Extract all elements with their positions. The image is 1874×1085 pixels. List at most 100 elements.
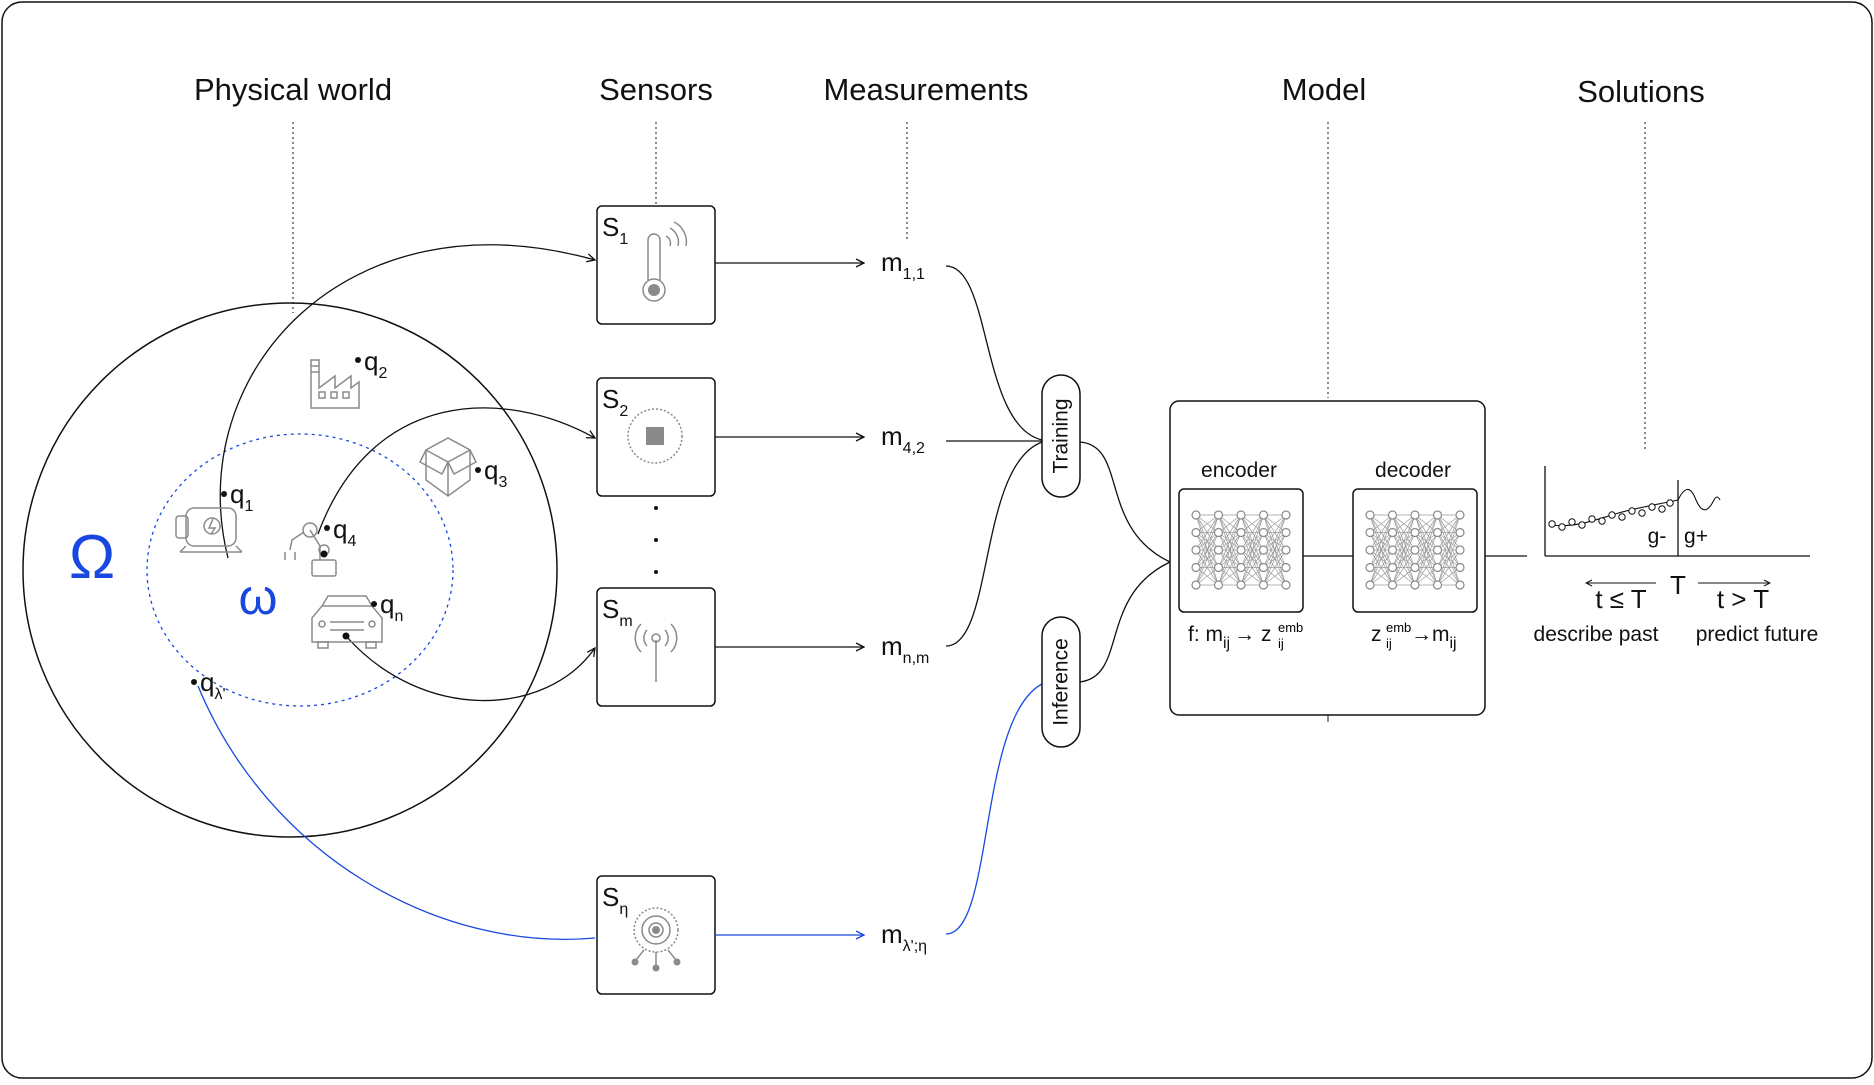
- omega-label: Ω: [69, 523, 115, 592]
- curve-m11-training: [945, 265, 1043, 441]
- encoder-formula: f: mij→ z emb ij: [1188, 620, 1303, 652]
- thermometer-bulb: [648, 284, 660, 296]
- sensor-sm: Sm: [596, 587, 716, 707]
- describe-past-label: describe past: [1534, 623, 1659, 646]
- measurement-m42: m4,2: [881, 421, 925, 457]
- svg-text:z: z: [1371, 623, 1382, 646]
- link-qlambda-seta: [197, 685, 596, 940]
- link-q1-s1: [219, 244, 595, 559]
- svg-text:S1: S1: [602, 212, 628, 248]
- factory-icon: [310, 359, 360, 409]
- svg-text:mn,m: mn,m: [881, 631, 929, 667]
- curve-inference-model: [1079, 561, 1171, 683]
- header-model: Model: [1282, 72, 1366, 107]
- t-gt-label: t > T: [1717, 584, 1769, 614]
- domain-omega-circle: [22, 302, 558, 838]
- point-q2-label: q2: [364, 346, 387, 382]
- future-prediction-line: [1677, 488, 1721, 511]
- point-qlambda-label: qλ': [200, 667, 226, 703]
- past-observations: [1548, 499, 1674, 531]
- gauge-icon: [633, 907, 679, 966]
- gauge-node-3: [673, 958, 681, 966]
- svg-text:m4,2: m4,2: [881, 421, 925, 457]
- curve-mnm-training: [945, 441, 1043, 647]
- measurement-m11: m1,1: [881, 247, 925, 283]
- car-joint-dot: [342, 632, 350, 640]
- point-qn-label: qn: [380, 589, 403, 625]
- inference-pill: Inference: [1041, 616, 1081, 748]
- ellipsis-dot-3: [654, 570, 658, 574]
- svg-text:q3: q3: [484, 455, 507, 491]
- point-q4-dot: [324, 525, 330, 531]
- link-q4-s2: [317, 407, 595, 535]
- svg-text:f: mij→ z: f: mij→ z: [1188, 623, 1271, 652]
- small-omega-label: ω: [238, 569, 277, 625]
- robot-joint-dot: [320, 550, 328, 558]
- header-measurements: Measurements: [823, 72, 1028, 107]
- point-qn-dot: [371, 601, 377, 607]
- ellipsis-dot-2: [654, 538, 658, 542]
- svg-text:q1: q1: [230, 479, 253, 515]
- svg-text:mλ';η: mλ';η: [881, 919, 927, 955]
- thermometer-icon: [642, 221, 688, 302]
- gauge-node-1: [652, 964, 660, 972]
- sensor-s1: S1: [596, 205, 716, 325]
- header-solutions: Solutions: [1577, 74, 1705, 109]
- inference-label: Inference: [1050, 638, 1073, 726]
- chip-icon: [627, 408, 683, 464]
- t-le-label: t ≤ T: [1595, 584, 1646, 614]
- training-pill: Training: [1041, 374, 1081, 498]
- point-qlambda-dot: [191, 679, 197, 685]
- svg-text:q2: q2: [364, 346, 387, 382]
- point-q3-label: q3: [484, 455, 507, 491]
- box-icon: [419, 437, 477, 497]
- gauge-center: [652, 926, 660, 934]
- svg-text:qn: qn: [380, 589, 403, 625]
- point-q4-label: q4: [333, 514, 356, 550]
- curve-mlambda-inference: [945, 683, 1043, 935]
- point-q3-dot: [475, 467, 481, 473]
- g-plus-label: g+: [1684, 525, 1708, 548]
- svg-text:q4: q4: [333, 514, 356, 550]
- sensor-s2: S2: [596, 377, 716, 497]
- link-qn-sm: [345, 635, 595, 702]
- measurement-mnm: mn,m: [881, 631, 929, 667]
- motor-icon: [175, 507, 243, 553]
- header-leaders: [292, 122, 1646, 452]
- svg-text:Sm: Sm: [602, 594, 633, 630]
- measurement-mlambda: mλ';η: [881, 919, 927, 955]
- header-sensors: Sensors: [599, 72, 713, 107]
- ellipsis-dot-1: [654, 506, 658, 510]
- training-label: Training: [1050, 398, 1073, 473]
- point-q1-label: q1: [230, 479, 253, 515]
- sensor-seta: Sη: [596, 875, 716, 995]
- svg-text:Sη: Sη: [602, 882, 628, 918]
- point-q1-dot: [221, 491, 227, 497]
- antenna-icon: [634, 623, 678, 682]
- svg-text:S2: S2: [602, 384, 628, 420]
- decoder-network-icon: [1365, 510, 1465, 590]
- svg-text:ij: ij: [1278, 636, 1284, 651]
- gauge-node-2: [631, 958, 639, 966]
- encoder-label: encoder: [1201, 459, 1277, 482]
- svg-text:qλ': qλ': [200, 667, 226, 703]
- svg-text:emb: emb: [1386, 620, 1411, 635]
- svg-text:m1,1: m1,1: [881, 247, 925, 283]
- point-q2-dot: [355, 357, 361, 363]
- robot-arm-icon: [284, 522, 337, 577]
- header-physical-world: Physical world: [194, 72, 392, 107]
- decoder-label: decoder: [1375, 459, 1451, 482]
- solutions-plot: g- g+ T t ≤ T t > T describe past predic…: [1534, 466, 1818, 646]
- t-threshold-label: T: [1670, 570, 1686, 600]
- curve-training-model: [1079, 441, 1171, 563]
- encoder-network-icon: [1191, 510, 1291, 590]
- subdomain-omega-ellipse: [146, 433, 454, 707]
- g-minus-label: g-: [1648, 525, 1667, 548]
- decoder-formula: z emb ij →mij: [1371, 620, 1457, 652]
- svg-text:emb: emb: [1278, 620, 1303, 635]
- chip-core: [646, 427, 664, 445]
- svg-text:ij: ij: [1386, 636, 1392, 651]
